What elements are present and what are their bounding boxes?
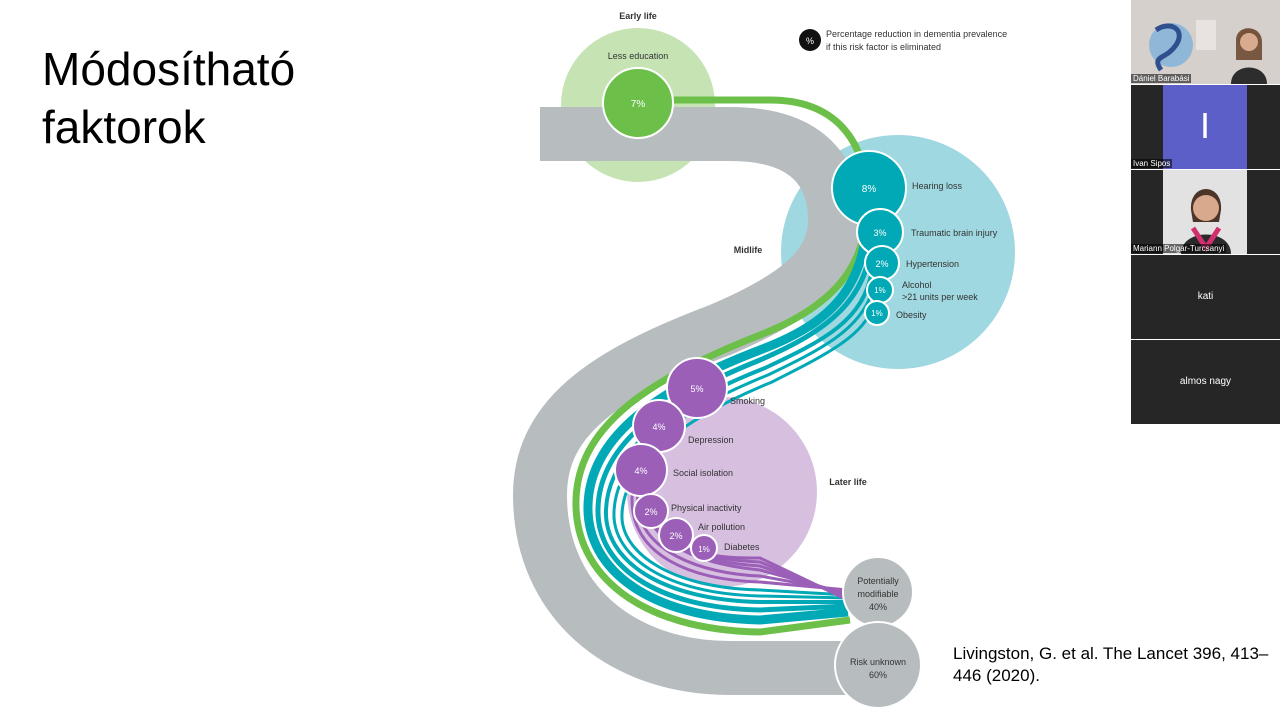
participant-tile-ivan[interactable]: I Ivan Sipos [1131, 85, 1280, 169]
depression-label: Depression [688, 435, 734, 445]
citation-text: Livingston, G. et al. The Lancet 396, 41… [953, 644, 1269, 685]
participant-name: kati [1197, 291, 1214, 302]
participant-name: almos nagy [1179, 376, 1232, 387]
grey-band [512, 107, 880, 695]
legend-symbol: % [806, 36, 814, 46]
less-education-bubble [602, 67, 674, 139]
hearing-loss-label: Hearing loss [912, 181, 963, 191]
later-life-factors: 5% Smoking 4% Depression 4% Social isola… [614, 357, 765, 562]
obesity-pct: 1% [871, 309, 883, 318]
participant-video [1163, 170, 1247, 254]
risk-unknown-label: Risk unknown [850, 657, 906, 667]
smoking-label: Smoking [730, 396, 765, 406]
alcohol-label-2: >21 units per week [902, 292, 978, 302]
risk-unknown-pct: 60% [869, 670, 887, 680]
diabetes-label: Diabetes [724, 542, 760, 552]
slide-title: Módosítható faktorok [42, 40, 295, 156]
participant-initial: I [1199, 105, 1210, 146]
midlife-bands [583, 199, 875, 625]
air-pollution-bubble [658, 517, 694, 553]
air-pollution-label: Air pollution [698, 522, 745, 532]
traumatic-brain-injury-pct: 3% [873, 228, 886, 238]
potentially-modifiable-line-2: modifiable [857, 589, 898, 599]
physical-inactivity-bubble [633, 493, 669, 529]
alcohol-pct: 1% [874, 286, 886, 295]
physical-inactivity-pct: 2% [644, 507, 657, 517]
participant-name: Dániel Barabási [1131, 74, 1192, 83]
slide-title-line-1: Módosítható [42, 43, 296, 95]
later-life-label: Later life [829, 477, 867, 487]
participants-panel: Dániel Barabási I Ivan Sipos Mariann Pol… [1131, 0, 1280, 425]
diabetes-bubble [690, 534, 718, 562]
hypertension-pct: 2% [875, 259, 888, 269]
air-pollution-pct: 2% [669, 531, 682, 541]
potentially-modifiable-pct: 40% [869, 602, 887, 612]
presentation-slide: Módosítható faktorok % [42, 11, 1269, 709]
physical-inactivity-label: Physical inactivity [671, 503, 742, 513]
midlife-label: Midlife [734, 245, 763, 255]
social-isolation-label: Social isolation [673, 468, 733, 478]
potentially-modifiable-line-1: Potentially [857, 576, 899, 586]
early-life-label: Early life [619, 11, 657, 21]
legend-symbol-circle [799, 29, 821, 51]
legend-line-2: if this risk factor is eliminated [826, 42, 941, 52]
social-isolation-pct: 4% [634, 466, 647, 476]
participant-tile-kati[interactable]: kati [1131, 255, 1280, 339]
smoking-pct: 5% [690, 384, 703, 394]
depression-pct: 4% [652, 422, 665, 432]
social-isolation-bubble [614, 443, 668, 497]
risk-unknown-circle [834, 621, 922, 709]
legend-line-1: Percentage reduction in dementia prevale… [826, 29, 1007, 39]
participant-tile-almos[interactable]: almos nagy [1131, 340, 1280, 424]
midlife-factors: 8% Hearing loss 3% Traumatic brain injur… [831, 150, 998, 326]
participant-name: Ivan Sipos [1131, 159, 1173, 168]
participant-tile-mariann[interactable]: Mariann Polgar-Turcsanyi [1131, 170, 1280, 254]
traumatic-brain-injury-label: Traumatic brain injury [911, 228, 998, 238]
obesity-label: Obesity [896, 310, 927, 320]
risk-factor-figure: % Percentage reduction in dementia preva… [512, 11, 1015, 709]
smoking-bubble [666, 357, 728, 419]
participant-avatar: I [1163, 85, 1247, 169]
obesity-bubble [864, 300, 890, 326]
alcohol-label: Alcohol [902, 280, 932, 290]
less-education-pct: 7% [631, 99, 646, 110]
hearing-loss-pct: 8% [862, 184, 877, 195]
participant-video [1131, 0, 1280, 84]
hypertension-label: Hypertension [906, 259, 959, 269]
participant-tile-daniel[interactable]: Dániel Barabási [1131, 0, 1280, 84]
slide-title-line-2: faktorok [42, 101, 206, 153]
participant-name: Mariann Polgar-Turcsanyi [1131, 244, 1227, 253]
less-education-label: Less education [608, 51, 669, 61]
diabetes-pct: 1% [698, 545, 710, 554]
